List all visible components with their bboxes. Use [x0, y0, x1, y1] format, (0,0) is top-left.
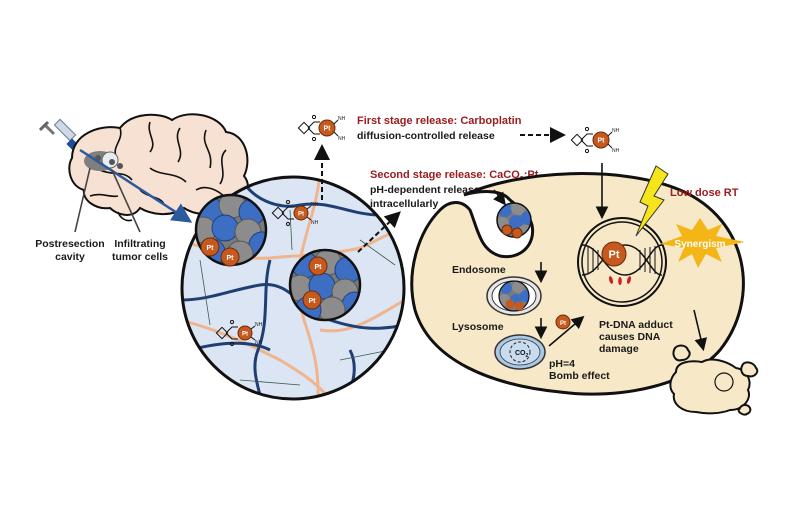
second-stage-desc-1: pH-dependent release [370, 184, 480, 196]
postresection-label-2: cavity [55, 251, 85, 263]
carboplatin-molecule: Pt NH NH [215, 319, 263, 347]
pt-label: Pt [298, 212, 304, 218]
endosome [486, 276, 542, 316]
lysosome: CO2 [494, 334, 546, 370]
apoptotic-cell [669, 344, 759, 416]
carboplatin-molecule: Pt NH NH [297, 114, 346, 142]
lightning-bolt-icon [635, 165, 669, 237]
brain-illustration [68, 113, 249, 222]
carboplatin-molecule: Pt NH NH [271, 199, 319, 227]
dna-lesion-marks [608, 276, 632, 285]
postresection-label-1: Postresection [35, 238, 104, 250]
nh3-label: NH [311, 220, 319, 226]
first-stage-desc: diffusion-controlled release [357, 130, 495, 142]
pt-label: Pt [242, 332, 248, 338]
adduct-label-2: causes DNA [599, 331, 661, 343]
nh3-label: NH [338, 116, 346, 122]
pt-label: Pt [598, 138, 606, 145]
pt-label: Pt [609, 249, 620, 261]
nh3-label: NH [311, 202, 319, 208]
syringe-icon [38, 118, 78, 150]
pt-label: Pt [324, 126, 332, 133]
infiltrating-label-1: Infiltrating [114, 238, 165, 250]
nucleus: Pt [577, 217, 667, 307]
nanoparticle-cluster [496, 202, 532, 239]
nh3-label: NH [338, 136, 346, 142]
synergism-label: Synergism [674, 239, 725, 250]
pt-label: Pt [560, 321, 566, 327]
pt-label: Pt [309, 298, 317, 305]
infiltrating-label-2: tumor cells [112, 251, 168, 263]
pt-label: Pt [227, 255, 235, 262]
apoptosis-arrow [693, 309, 708, 352]
adduct-label-1: Pt-DNA adduct [599, 319, 673, 331]
lysosome-label: Lysosome [452, 321, 504, 333]
synergism-starburst-icon [660, 218, 745, 268]
nh3-label: NH [255, 322, 263, 328]
co2-label: CO2 [515, 350, 529, 359]
endosome-label: Endosome [452, 264, 506, 276]
pt-label: Pt [315, 264, 323, 271]
carboplatin-molecule: Pt NH NH [570, 126, 620, 154]
pt-label: Pt [207, 245, 215, 252]
first-stage-title: First stage release: Carboplatin [357, 115, 522, 127]
injection-arrow [79, 148, 193, 223]
bomb-effect-label: Bomb effect [549, 370, 610, 382]
pt-release-arrow [548, 315, 585, 347]
nh3-label: NH [612, 148, 620, 154]
nh3-label: NH [612, 128, 620, 134]
second-stage-desc-2: intracellularly [370, 198, 438, 210]
tumor-cell [410, 172, 745, 396]
hydrogel-matrix: Pt Pt Pt Pt [180, 175, 406, 401]
release-arrow [357, 211, 401, 253]
ph-label: pH=4 [549, 358, 575, 370]
uptake-arrow [493, 189, 506, 206]
low-dose-rt-label: Low dose RT [670, 187, 739, 199]
nh3-label: NH [255, 340, 263, 346]
adduct-label-3: damage [599, 343, 639, 355]
nanoparticle-cluster: Pt Pt [194, 193, 268, 267]
nanoparticle-cluster: Pt Pt [288, 248, 362, 322]
